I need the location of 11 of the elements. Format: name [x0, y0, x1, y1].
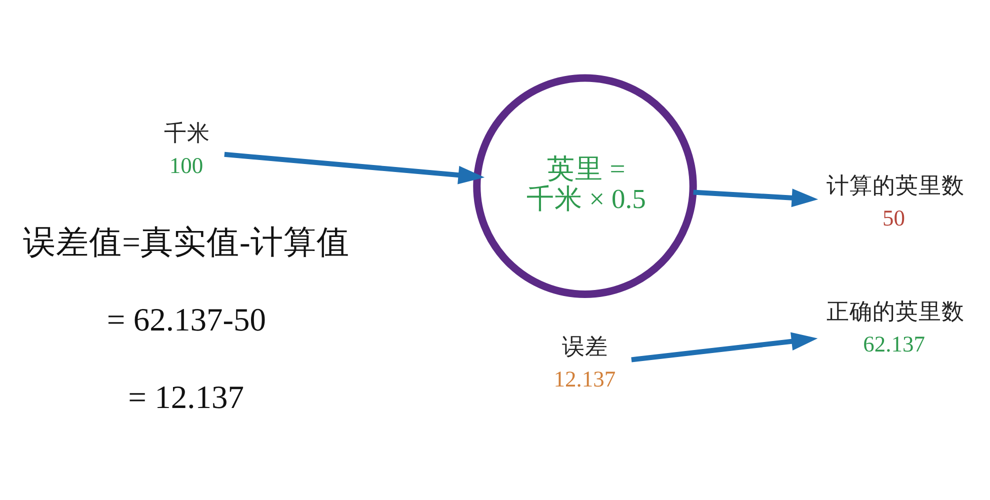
node-text: 正确的英里数 62.137	[826, 298, 964, 356]
arrow	[693, 188, 818, 207]
label: = 12.137	[128, 379, 244, 416]
label: 误差值=真实值-计算值	[23, 224, 350, 260]
label: = 62.137-50	[106, 302, 266, 338]
node-text: 误差 12.137	[554, 334, 616, 392]
node-text: 计算的英里数 50	[826, 172, 964, 230]
arrow	[631, 332, 818, 362]
node-text: 千米 100	[164, 120, 210, 178]
arrow	[224, 151, 485, 184]
node-circle: 英里 = 千米 × 0.5	[473, 74, 697, 298]
